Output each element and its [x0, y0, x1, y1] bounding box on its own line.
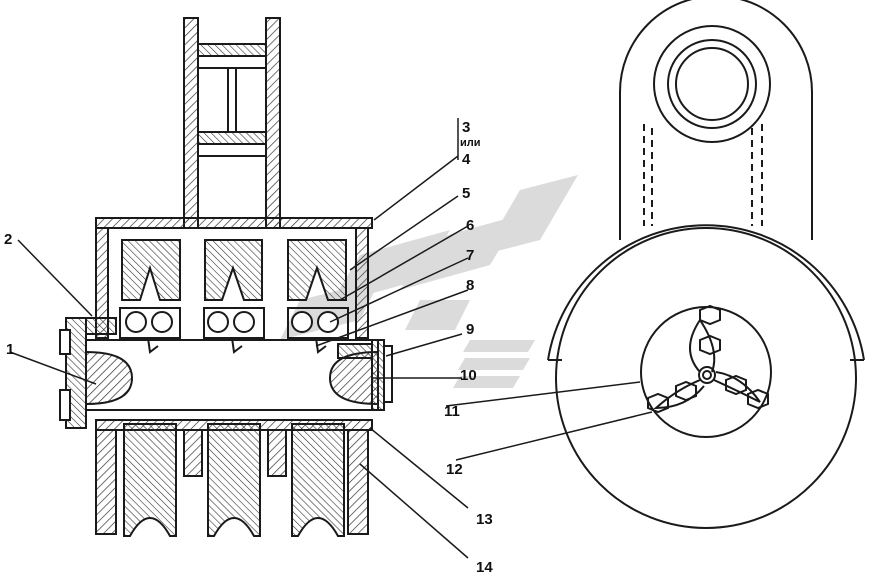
- callout-label: 4: [462, 151, 471, 168]
- callout-label: 7: [466, 247, 475, 264]
- callout-label: 6: [466, 217, 475, 234]
- side-view: [547, 0, 865, 529]
- callout-label: 12: [446, 461, 463, 478]
- section-view: [59, 17, 393, 537]
- callout-label: или: [460, 137, 481, 149]
- callout-label: 9: [466, 321, 475, 338]
- callout-label: 10: [460, 367, 477, 384]
- watermark-logo: [280, 175, 578, 388]
- callout-label: 1: [6, 341, 15, 358]
- callout-label: 13: [476, 511, 493, 528]
- leader-lines: [9, 118, 653, 559]
- callout-label: 14: [476, 559, 493, 576]
- callout-label: 8: [466, 277, 475, 294]
- callout-label: 11: [444, 403, 460, 420]
- callout-label: 3: [462, 119, 471, 136]
- callout-label: 2: [4, 231, 13, 248]
- callout-label: 5: [462, 185, 471, 202]
